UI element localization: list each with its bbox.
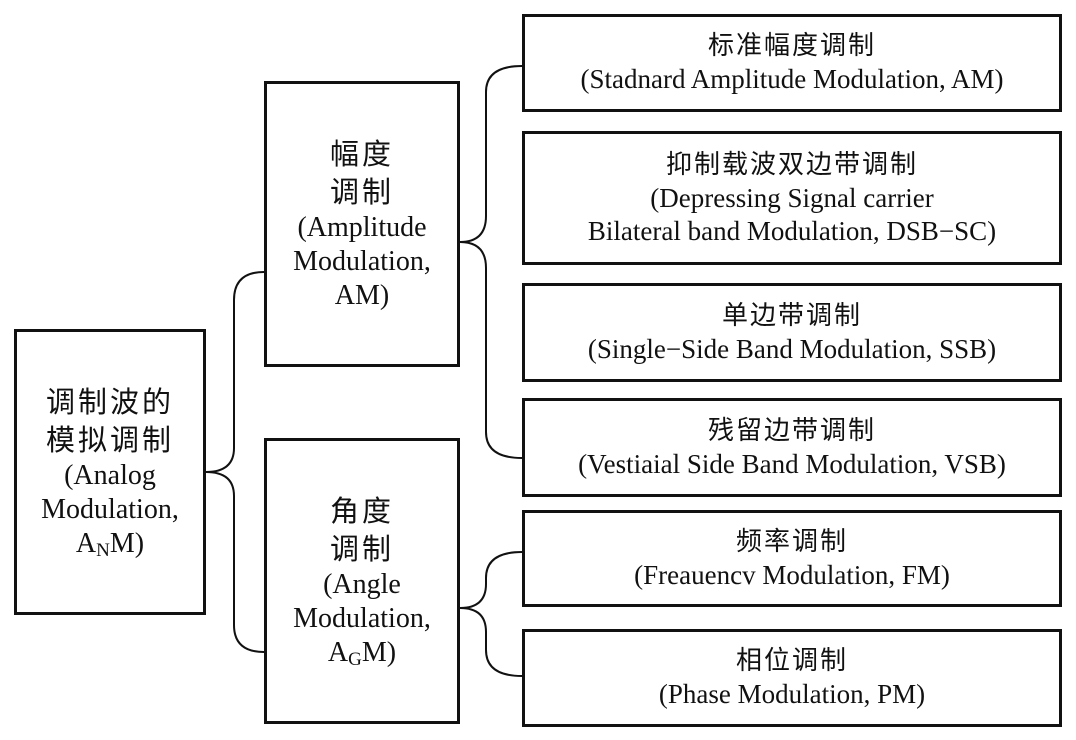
leaf-title: 残留边带调制: [707, 415, 876, 446]
amplitude-en-3: AM): [334, 280, 390, 311]
angle-modulation-node: 角度 调制 (Angle Modulation, AGM): [264, 438, 460, 724]
leaf-vsb: 残留边带调制 (Vestiaial Side Band Modulation, …: [522, 398, 1062, 497]
amplitude-title-2: 调制: [329, 175, 394, 209]
amplitude-modulation-node: 幅度 调制 (Amplitude Modulation, AM): [264, 81, 460, 367]
root-title-2: 模拟调制: [45, 423, 174, 457]
leaf-title: 单边带调制: [721, 300, 862, 331]
root-en-1: (Analog: [64, 460, 156, 491]
leaf-subtitle: (Phase Modulation, PM): [658, 679, 926, 709]
leaf-pm: 相位调制 (Phase Modulation, PM): [522, 629, 1062, 727]
leaf-title: 标准幅度调制: [707, 31, 876, 61]
bracket-amplitude: [459, 65, 523, 459]
amplitude-title-1: 幅度: [329, 137, 394, 171]
bracket-root: [205, 271, 265, 653]
leaf-subtitle: Bilateral band Modulation, DSB−SC): [587, 215, 997, 246]
leaf-subtitle: (Vestiaial Side Band Modulation, VSB): [578, 448, 1006, 479]
angle-en-2: Modulation,: [293, 603, 431, 634]
root-abbr: ANM): [75, 528, 145, 561]
leaf-title: 频率调制: [735, 526, 848, 557]
bracket-angle: [459, 551, 523, 677]
leaf-subtitle: (Stadnard Amplitude Modulation, AM): [580, 64, 1004, 94]
leaf-standard-am: 标准幅度调制 (Stadnard Amplitude Modulation, A…: [522, 14, 1062, 112]
angle-abbr: AGM): [327, 637, 397, 670]
leaf-dsb-sc: 抑制载波双边带调制 (Depressing Signal carrier Bil…: [522, 131, 1062, 265]
angle-en-1: (Angle: [323, 569, 401, 600]
root-en-2: Modulation,: [41, 494, 179, 525]
amplitude-en-1: (Amplitude: [297, 212, 427, 243]
root-title-1: 调制波的: [45, 385, 174, 419]
angle-title-2: 调制: [329, 532, 394, 566]
leaf-title: 抑制载波双边带调制: [665, 149, 918, 180]
leaf-subtitle: (Single−Side Band Modulation, SSB): [587, 333, 997, 364]
leaf-fm: 频率调制 (Freauencv Modulation, FM): [522, 510, 1062, 607]
leaf-title: 相位调制: [735, 646, 848, 676]
root-node: 调制波的 模拟调制 (Analog Modulation, ANM): [14, 329, 206, 615]
leaf-subtitle: (Freauencv Modulation, FM): [634, 559, 950, 590]
leaf-ssb: 单边带调制 (Single−Side Band Modulation, SSB): [522, 283, 1062, 382]
amplitude-en-2: Modulation,: [293, 246, 431, 277]
leaf-subtitle: (Depressing Signal carrier: [650, 182, 934, 213]
angle-title-1: 角度: [329, 494, 394, 528]
